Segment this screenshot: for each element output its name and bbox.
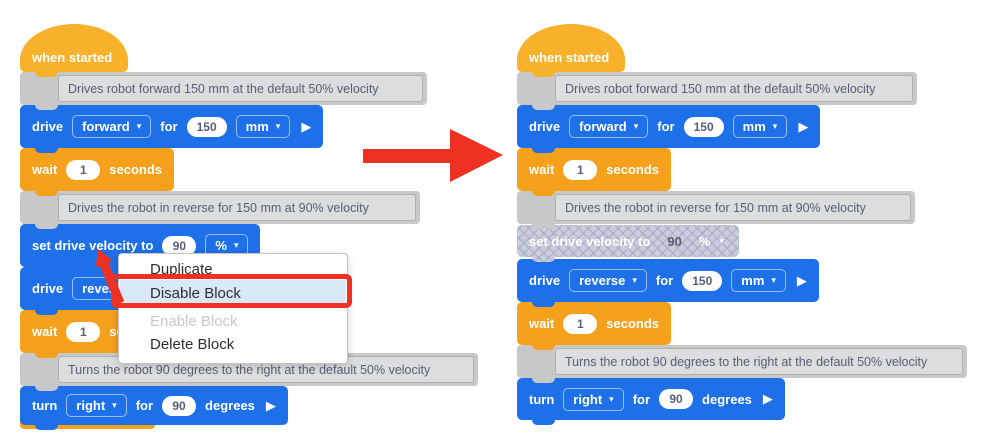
angle-input[interactable]: 90	[659, 389, 694, 409]
drive-label: drive	[529, 119, 561, 134]
chevron-down-icon: ▾	[719, 235, 724, 246]
for-label: for	[135, 398, 154, 413]
wait-label: wait	[32, 162, 58, 177]
comment-block[interactable]: Drives the robot in reverse for 150 mm a…	[517, 191, 915, 229]
when-started-block[interactable]: when started	[20, 24, 128, 77]
chevron-down-icon: ▾	[632, 275, 637, 285]
unit-value: mm	[742, 119, 766, 134]
unit-value: %	[698, 233, 711, 249]
direction-value: forward	[82, 119, 130, 134]
velocity-input[interactable]: 90	[162, 235, 197, 256]
direction-value: right	[76, 398, 106, 413]
turn-block[interactable]: turn right ▾ for 90 degrees ▶	[20, 386, 288, 430]
distance-input[interactable]: 150	[683, 116, 724, 137]
for-label: for	[632, 391, 651, 407]
drive-label: drive	[32, 119, 64, 134]
degrees-label: degrees	[205, 398, 255, 413]
menu-item-duplicate[interactable]: Duplicate	[150, 260, 213, 278]
unit-dropdown[interactable]: mm ▾	[732, 115, 788, 138]
menu-item-delete-block[interactable]: Delete Block	[150, 335, 235, 353]
drive-reverse-block[interactable]: drive reverse ▾ for 150 mm ▾ ▶	[517, 259, 819, 307]
comment-text: Turns the robot 90 degrees to the right …	[555, 348, 963, 375]
expand-arrow-icon[interactable]: ▶	[798, 118, 809, 134]
big-right-arrow-icon	[363, 129, 503, 182]
direction-value: reverse	[579, 273, 626, 288]
wait-label: wait	[32, 324, 58, 339]
drive-label: drive	[32, 281, 64, 296]
chevron-down-icon: ▾	[275, 121, 281, 131]
block-context-menu: Duplicate Disable Block Enable Block Del…	[118, 253, 348, 364]
wait-block[interactable]: wait 1 seconds	[517, 148, 672, 196]
wait-seconds-input[interactable]: 1	[563, 313, 598, 334]
drive-forward-block[interactable]: drive forward ▾ for 150 mm ▾ ▶	[20, 105, 324, 153]
red-highlight-box	[111, 274, 352, 308]
turn-label: turn	[529, 391, 555, 407]
seconds-label: seconds	[606, 162, 660, 177]
chevron-down-icon: ▾	[136, 121, 142, 131]
distance-input[interactable]: 150	[682, 270, 723, 291]
unit-value: mm	[741, 273, 765, 288]
chevron-down-icon: ▾	[609, 393, 614, 404]
direction-dropdown[interactable]: right ▾	[563, 387, 624, 411]
expand-arrow-icon[interactable]: ▶	[301, 118, 312, 134]
comment-text: Drives robot forward 150 mm at the defau…	[58, 75, 423, 102]
degrees-label: degrees	[702, 391, 752, 407]
chevron-down-icon: ▾	[772, 121, 778, 131]
chevron-down-icon: ▾	[633, 121, 639, 131]
chevron-down-icon: ▾	[112, 400, 117, 410]
set-drive-velocity-block-disabled[interactable]: set drive velocity to 90 % ▾	[517, 225, 739, 262]
wait-seconds-input[interactable]: 1	[66, 159, 101, 180]
seconds-label: seconds	[606, 316, 660, 331]
menu-item-disable-block[interactable]: Disable Block	[120, 280, 346, 306]
for-label: for	[160, 119, 178, 134]
wait-seconds-input[interactable]: 1	[563, 159, 598, 180]
set-velocity-label: set drive velocity to	[32, 238, 154, 253]
wait-label: wait	[529, 316, 555, 331]
drive-label: drive	[529, 273, 561, 288]
comment-text: Drives the robot in reverse for 150 mm a…	[555, 194, 911, 221]
comment-block[interactable]: Drives the robot in reverse for 150 mm a…	[20, 191, 420, 229]
for-label: for	[657, 119, 675, 134]
set-velocity-label: set drive velocity to	[529, 233, 651, 249]
velocity-value: 90	[667, 233, 682, 249]
when-started-label: when started	[32, 50, 113, 65]
chevron-down-icon: ▾	[771, 275, 776, 285]
menu-item-enable-block: Enable Block	[150, 312, 238, 330]
wait-block[interactable]: wait 1 seconds	[20, 148, 175, 196]
turn-block[interactable]: turn right ▾ for 90 degrees ▶	[517, 378, 785, 425]
expand-arrow-icon[interactable]: ▶	[265, 397, 276, 413]
chevron-down-icon: ▾	[233, 240, 239, 250]
direction-dropdown[interactable]: right ▾	[66, 394, 127, 417]
when-started-block[interactable]: when started	[517, 24, 625, 77]
distance-input[interactable]: 150	[186, 116, 227, 137]
turn-label: turn	[32, 398, 58, 413]
for-label: for	[655, 273, 674, 288]
direction-value: right	[573, 391, 603, 407]
expand-arrow-icon[interactable]: ▶	[796, 272, 807, 288]
when-started-label: when started	[529, 50, 610, 65]
comment-block[interactable]: Drives robot forward 150 mm at the defau…	[20, 72, 427, 110]
wait-label: wait	[529, 162, 555, 177]
direction-dropdown[interactable]: forward ▾	[72, 115, 152, 138]
direction-dropdown[interactable]: reverse ▾	[569, 269, 647, 292]
drive-forward-block[interactable]: drive forward ▾ for 150 mm ▾ ▶	[517, 105, 821, 153]
wait-seconds-input[interactable]: 1	[66, 321, 101, 342]
comment-block[interactable]: Turns the robot 90 degrees to the right …	[517, 345, 967, 383]
direction-value: forward	[579, 119, 627, 134]
comment-text: Drives the robot in reverse for 150 mm a…	[58, 194, 416, 221]
comment-text: Drives robot forward 150 mm at the defau…	[555, 75, 913, 102]
wait-block[interactable]: wait 1 seconds	[517, 302, 672, 350]
unit-dropdown[interactable]: mm ▾	[731, 269, 786, 292]
unit-value: mm	[245, 119, 269, 134]
direction-dropdown[interactable]: forward ▾	[569, 115, 649, 138]
unit-value: %	[215, 238, 227, 253]
comment-block[interactable]: Drives robot forward 150 mm at the defau…	[517, 72, 917, 110]
seconds-label: seconds	[109, 162, 163, 177]
unit-dropdown[interactable]: mm ▾	[235, 115, 291, 138]
angle-input[interactable]: 90	[162, 395, 197, 416]
expand-arrow-icon[interactable]: ▶	[762, 391, 773, 406]
